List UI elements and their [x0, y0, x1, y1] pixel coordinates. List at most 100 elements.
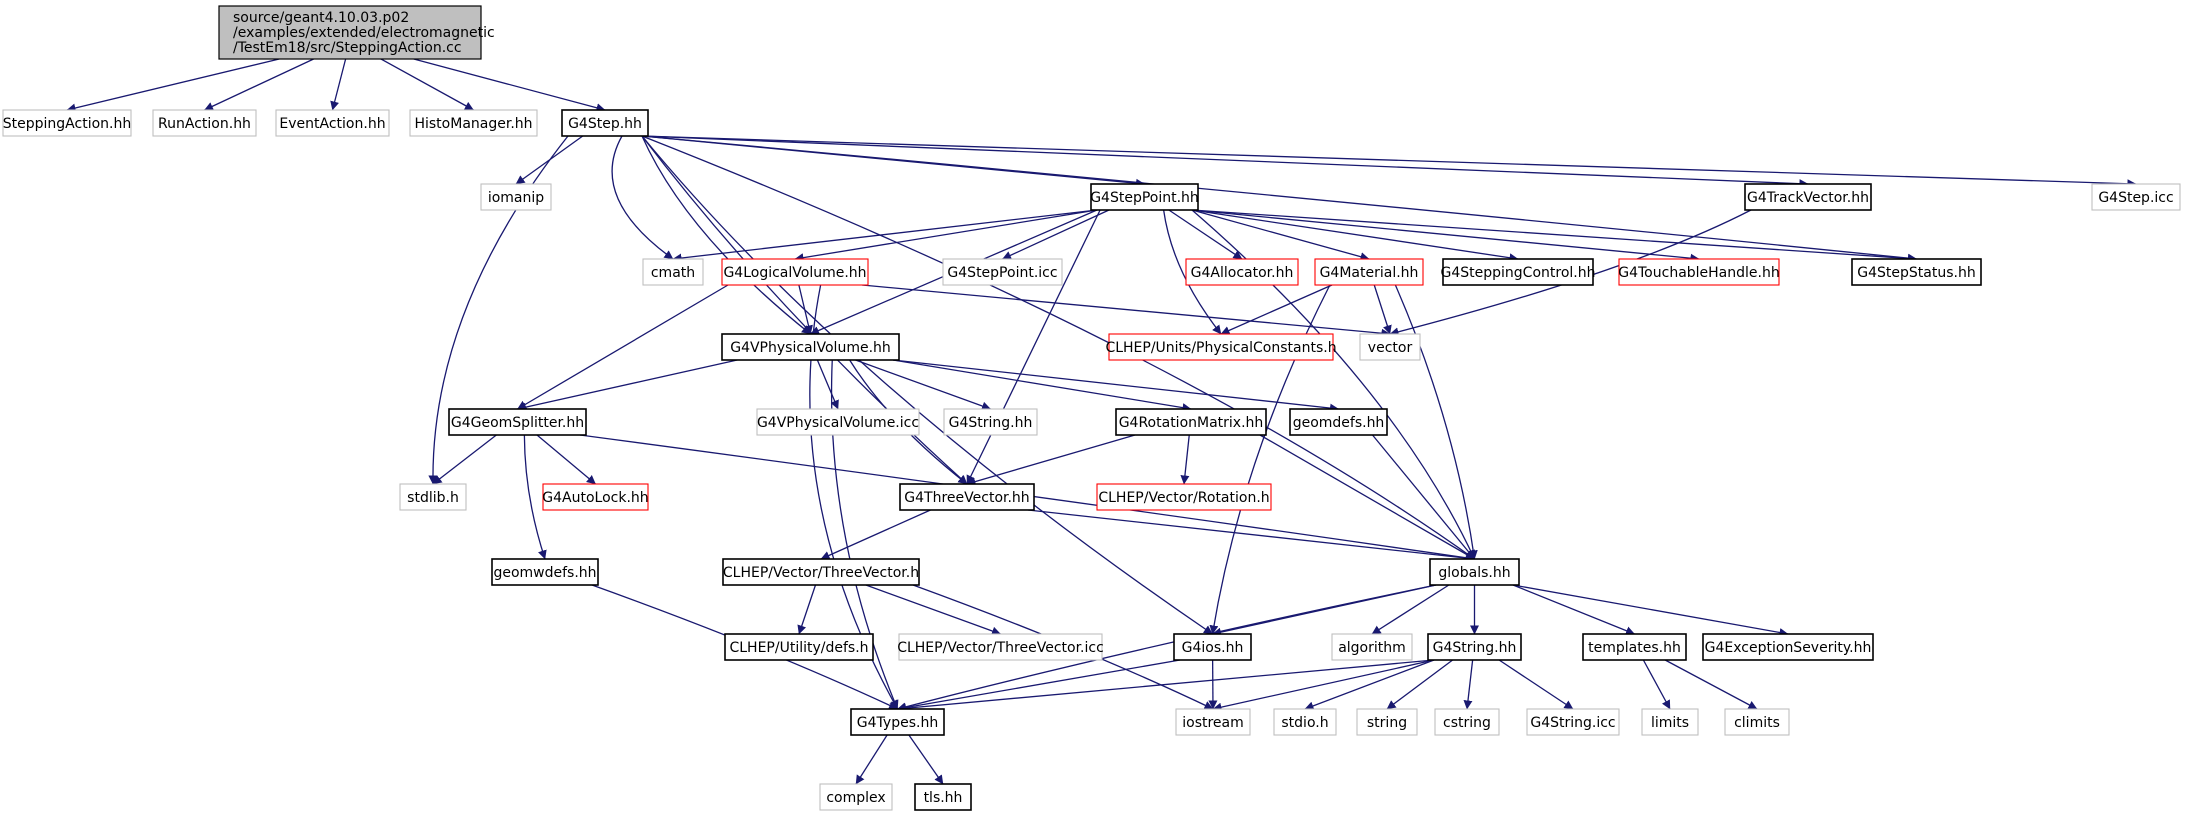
g4touchablehandle-hh-node[interactable]: G4TouchableHandle.hh	[1618, 258, 1780, 286]
g4steppoint-hh-node[interactable]: G4StepPoint.hh	[1090, 183, 1199, 211]
globals-hh-label: globals.hh	[1438, 565, 1510, 581]
stdlib-h-node[interactable]: stdlib.h	[399, 483, 467, 511]
g4types-hh-node[interactable]: G4Types.hh	[850, 708, 945, 736]
edge-g4vphysicalvolume-hh-to-g4vphysicalvolume-icc	[816, 359, 839, 410]
geomdefs-hh-node[interactable]: geomdefs.hh	[1289, 408, 1388, 436]
tls-hh-node[interactable]: tls.hh	[914, 783, 972, 811]
cstring-label: cstring	[1443, 715, 1491, 731]
g4stepstatus-hh-node[interactable]: G4StepStatus.hh	[1851, 258, 1982, 286]
edge-g4logicalvolume-hh-to-vector	[861, 284, 1391, 338]
g4material-hh-node[interactable]: G4Material.hh	[1314, 258, 1424, 286]
complex-label: complex	[826, 790, 885, 806]
g4geomsplitter-hh-node[interactable]: G4GeomSplitter.hh	[448, 408, 587, 436]
cstring-node[interactable]: cstring	[1434, 708, 1500, 736]
stepping-action-hh-node[interactable]: SteppingAction.hh	[2, 109, 132, 137]
g4string-hh-globals-node[interactable]: G4String.hh	[1427, 633, 1522, 661]
clhep-vector-threevector-h-box	[722, 558, 920, 586]
string-node[interactable]: string	[1356, 708, 1418, 736]
clhep-vector-threevector-icc-node[interactable]: CLHEP/Vector/ThreeVector.icc	[897, 633, 1104, 661]
algorithm-box	[1331, 633, 1413, 661]
templates-hh-label: templates.hh	[1588, 640, 1681, 656]
g4exceptionseverity-hh-node[interactable]: G4ExceptionSeverity.hh	[1702, 633, 1874, 661]
edge-g4logicalvolume-hh-to-g4vphysicalvolume-hh	[798, 284, 813, 335]
edge-g4rotationmatrix-hh-to-globals-hh	[1259, 434, 1475, 560]
edge-g4steppoint-hh-to-g4threevector-hh	[966, 209, 1101, 485]
g4steppingcontrol-hh-node[interactable]: G4SteppingControl.hh	[1441, 258, 1596, 286]
g4allocator-hh-node[interactable]: G4Allocator.hh	[1185, 258, 1299, 286]
g4step-hh-node[interactable]: G4Step.hh	[561, 109, 649, 137]
clhep-vector-rotation-h-node[interactable]: CLHEP/Vector/Rotation.h	[1096, 483, 1272, 511]
geomwdefs-hh-node[interactable]: geomwdefs.hh	[491, 558, 599, 586]
algorithm-node[interactable]: algorithm	[1331, 633, 1413, 661]
globals-hh-box	[1429, 558, 1520, 586]
g4autolock-hh-node[interactable]: G4AutoLock.hh	[542, 483, 649, 511]
g4step-icc-node[interactable]: G4Step.icc	[2091, 183, 2181, 211]
climits-node[interactable]: climits	[1724, 708, 1790, 736]
clhep-utility-defs-h-node[interactable]: CLHEP/Utility/defs.h	[724, 633, 874, 661]
geomdefs-hh-box	[1289, 408, 1388, 436]
run-action-hh-node[interactable]: RunAction.hh	[152, 109, 257, 137]
templates-hh-node[interactable]: templates.hh	[1582, 633, 1687, 661]
edge-g4step-hh-to-g4threevector-hh	[641, 135, 968, 485]
edge-clhep-vector-threevector-h-to-clhep-utility-defs-h	[797, 584, 817, 635]
complex-node[interactable]: complex	[819, 783, 893, 811]
edge-root-to-run-action-hh	[204, 58, 314, 111]
g4material-hh-label: G4Material.hh	[1320, 265, 1419, 281]
geomdefs-hh-label: geomdefs.hh	[1293, 415, 1385, 431]
edge-root-to-stepping-action-hh	[66, 58, 280, 113]
stepping-action-hh-box	[2, 109, 132, 137]
tls-hh-label: tls.hh	[924, 790, 963, 806]
g4trackvector-hh-node[interactable]: G4TrackVector.hh	[1744, 183, 1872, 211]
iomanip-node[interactable]: iomanip	[480, 183, 552, 211]
stdio-h-label: stdio.h	[1281, 715, 1328, 731]
g4ios-hh-node[interactable]: G4ios.hh	[1173, 633, 1252, 661]
g4string-icc-node[interactable]: G4String.icc	[1526, 708, 1620, 736]
g4vphysicalvolume-hh-node[interactable]: G4VPhysicalVolume.hh	[721, 333, 900, 361]
histo-manager-hh-node[interactable]: HistoManager.hh	[409, 109, 538, 137]
edge-g4vphysicalvolume-hh-to-geomdefs-hh	[892, 359, 1339, 413]
root-file-path-line-2: /examples/extended/electromagnetic	[233, 25, 495, 41]
globals-hh-node[interactable]: globals.hh	[1429, 558, 1520, 586]
event-action-hh-node[interactable]: EventAction.hh	[275, 109, 390, 137]
edge-g4step-hh-to-g4trackvector-hh	[641, 135, 1809, 189]
iostream-node[interactable]: iostream	[1175, 708, 1251, 736]
g4string-hh-node[interactable]: G4String.hh	[943, 408, 1038, 436]
root-file-path-line-1: source/geant4.10.03.p02	[233, 10, 409, 26]
cmath-node[interactable]: cmath	[642, 258, 704, 286]
edge-g4material-hh-to-clhep-physicalconstants-h	[1220, 284, 1333, 335]
g4rotationmatrix-hh-node[interactable]: G4RotationMatrix.hh	[1115, 408, 1267, 436]
g4steppoint-icc-label: G4StepPoint.icc	[947, 265, 1057, 281]
clhep-vector-threevector-icc-label: CLHEP/Vector/ThreeVector.icc	[897, 640, 1104, 656]
g4types-hh-label: G4Types.hh	[857, 715, 938, 731]
g4rotationmatrix-hh-box	[1115, 408, 1267, 436]
tls-hh-box	[914, 783, 972, 811]
g4trackvector-hh-box	[1744, 183, 1872, 211]
stdio-h-node[interactable]: stdio.h	[1273, 708, 1337, 736]
edge-g4step-hh-to-g4stepstatus-hh	[641, 135, 1917, 263]
g4steppoint-icc-node[interactable]: G4StepPoint.icc	[942, 258, 1063, 286]
g4steppoint-hh-box	[1090, 183, 1199, 211]
g4trackvector-hh-label: G4TrackVector.hh	[1747, 190, 1869, 206]
g4logicalvolume-hh-node[interactable]: G4LogicalVolume.hh	[721, 258, 869, 286]
clhep-physicalconstants-h-node[interactable]: CLHEP/Units/PhysicalConstants.h	[1105, 333, 1337, 361]
iomanip-label: iomanip	[488, 190, 544, 206]
g4string-icc-box	[1526, 708, 1620, 736]
stepping-action-hh-label: SteppingAction.hh	[3, 116, 131, 132]
limits-node[interactable]: limits	[1641, 708, 1699, 736]
edge-globals-hh-to-g4exceptionseverity-hh	[1512, 584, 1789, 637]
event-action-hh-label: EventAction.hh	[279, 116, 385, 132]
edge-g4steppoint-hh-to-g4material-hh	[1191, 209, 1370, 262]
g4geomsplitter-hh-label: G4GeomSplitter.hh	[451, 415, 584, 431]
clhep-physicalconstants-h-box	[1108, 333, 1334, 361]
g4stepstatus-hh-box	[1851, 258, 1982, 286]
g4logicalvolume-hh-label: G4LogicalVolume.hh	[723, 265, 866, 281]
edge-root-to-histo-manager-hh	[380, 58, 474, 111]
g4vphysicalvolume-icc-node[interactable]: G4VPhysicalVolume.icc	[756, 408, 920, 436]
edge-templates-hh-to-limits	[1642, 659, 1671, 710]
clhep-vector-threevector-h-node[interactable]: CLHEP/Vector/ThreeVector.h	[722, 558, 920, 586]
cstring-box	[1434, 708, 1500, 736]
edge-g4material-hh-to-g4ios-hh	[1209, 284, 1331, 635]
vector-node[interactable]: vector	[1359, 333, 1421, 361]
edge-g4rotationmatrix-hh-to-g4threevector-hh	[966, 434, 1136, 486]
g4threevector-hh-node[interactable]: G4ThreeVector.hh	[899, 483, 1035, 511]
